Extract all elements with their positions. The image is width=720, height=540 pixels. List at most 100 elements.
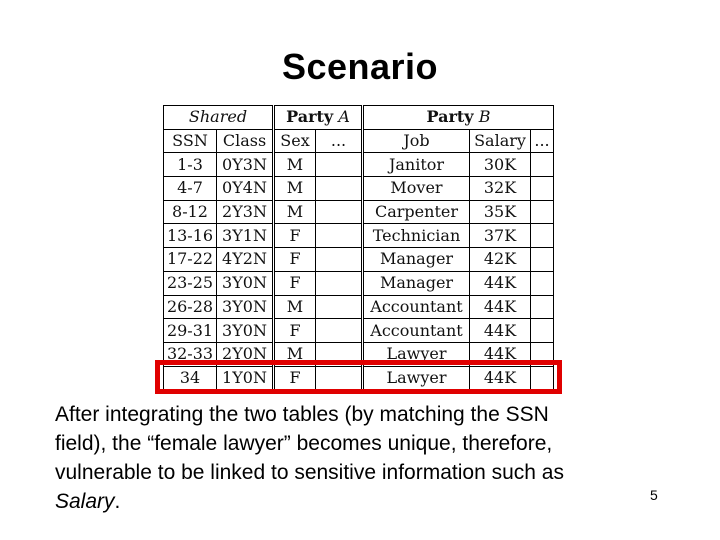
group-header-row: Shared Party A Party B <box>163 105 554 130</box>
table-cell: F <box>272 247 316 272</box>
table-cell: Technician <box>361 223 470 249</box>
table-cell <box>315 318 363 343</box>
table-cell: Lawyer <box>361 365 470 391</box>
table-cell: F <box>272 270 316 296</box>
table-cell: 2Y0N <box>216 341 274 367</box>
table-cell: 3Y0N <box>216 318 274 343</box>
table-cell: 44K <box>469 294 531 320</box>
table-cell: 44K <box>469 365 531 391</box>
group-header-party-a: Party A <box>272 105 363 130</box>
table-cell <box>530 318 554 343</box>
table-cell: 0Y3N <box>216 152 274 178</box>
table-cell <box>530 223 554 249</box>
table-cell: F <box>272 365 316 391</box>
table-cell <box>315 152 363 178</box>
table-cell <box>315 365 363 391</box>
table-cell <box>315 270 363 296</box>
table-cell <box>530 152 554 178</box>
table-cell: Mover <box>361 176 470 201</box>
explanation-line: vulnerable to be linked to sensitive inf… <box>55 461 564 484</box>
column-header-ellipsis-a: ... <box>315 128 363 154</box>
table-cell: 34 <box>163 365 217 391</box>
table-cell: M <box>272 199 316 225</box>
table-cell: 3Y0N <box>216 294 274 320</box>
table-cell: 37K <box>469 223 531 249</box>
integrated-table: Shared Party A Party B SSN Class Sex ...… <box>163 105 554 391</box>
table-cell <box>315 341 363 367</box>
integrated-table-figure: Shared Party A Party B SSN Class Sex ...… <box>155 105 562 394</box>
table-cell: M <box>272 176 316 201</box>
table-cell: 1-3 <box>163 152 217 178</box>
explanation-line: After integrating the two tables (by mat… <box>55 403 549 426</box>
column-header-salary: Salary <box>469 128 531 154</box>
salary-italic: Salary <box>55 490 115 513</box>
explanation-line-last: Salary. <box>55 487 564 516</box>
table-cell: 3Y1N <box>216 223 274 249</box>
table-cell: M <box>272 152 316 178</box>
table-cell: 32K <box>469 176 531 201</box>
column-header-job: Job <box>361 128 470 154</box>
table-cell: Carpenter <box>361 199 470 225</box>
table-cell <box>315 199 363 225</box>
group-header-shared: Shared <box>163 105 274 130</box>
column-header-sex: Sex <box>272 128 316 154</box>
table-cell <box>315 176 363 201</box>
table-cell: Manager <box>361 270 470 296</box>
table-cell: 1Y0N <box>216 365 274 391</box>
explanation-text: After integrating the two tables (by mat… <box>55 400 564 516</box>
table-cell <box>315 294 363 320</box>
table-cell: Accountant <box>361 294 470 320</box>
column-header-row: SSN Class Sex ... Job Salary ... <box>163 128 554 154</box>
table-cell: M <box>272 341 316 367</box>
table-cell: 29-31 <box>163 318 217 343</box>
table-cell: 32-33 <box>163 341 217 367</box>
group-header-party-b: Party B <box>361 105 554 130</box>
table-cell: 23-25 <box>163 270 217 296</box>
table-cell: 4-7 <box>163 176 217 201</box>
table-cell <box>530 294 554 320</box>
page-title: Scenario <box>281 46 439 87</box>
table-cell: 17-22 <box>163 247 217 272</box>
table-cell: 3Y0N <box>216 270 274 296</box>
column-header-class: Class <box>216 128 274 154</box>
table-cell <box>315 247 363 272</box>
table-cell <box>530 270 554 296</box>
table-cell <box>530 341 554 367</box>
table-cell: Manager <box>361 247 470 272</box>
table-cell: 4Y2N <box>216 247 274 272</box>
table-cell: F <box>272 318 316 343</box>
table-cell <box>530 199 554 225</box>
page-number: 5 <box>650 487 658 503</box>
table-cell: 26-28 <box>163 294 217 320</box>
table-cell: 35K <box>469 199 531 225</box>
table-cell: 30K <box>469 152 531 178</box>
explanation-line: field), the “female lawyer” becomes uniq… <box>55 432 553 455</box>
table-cell: 42K <box>469 247 531 272</box>
column-header-ssn: SSN <box>163 128 217 154</box>
table-cell <box>530 365 554 391</box>
table-cell <box>315 223 363 249</box>
table-cell: 44K <box>469 270 531 296</box>
table-cell: Accountant <box>361 318 470 343</box>
table-cell: 0Y4N <box>216 176 274 201</box>
table-cell: 13-16 <box>163 223 217 249</box>
table-cell: F <box>272 223 316 249</box>
table-cell: Janitor <box>361 152 470 178</box>
table-cell: 2Y3N <box>216 199 274 225</box>
table-cell: 8-12 <box>163 199 217 225</box>
column-header-ellipsis-b: ... <box>530 128 554 154</box>
table-cell: M <box>272 294 316 320</box>
salary-period: . <box>114 490 121 513</box>
table-cell <box>530 176 554 201</box>
table-cell: Lawyer <box>361 341 470 367</box>
